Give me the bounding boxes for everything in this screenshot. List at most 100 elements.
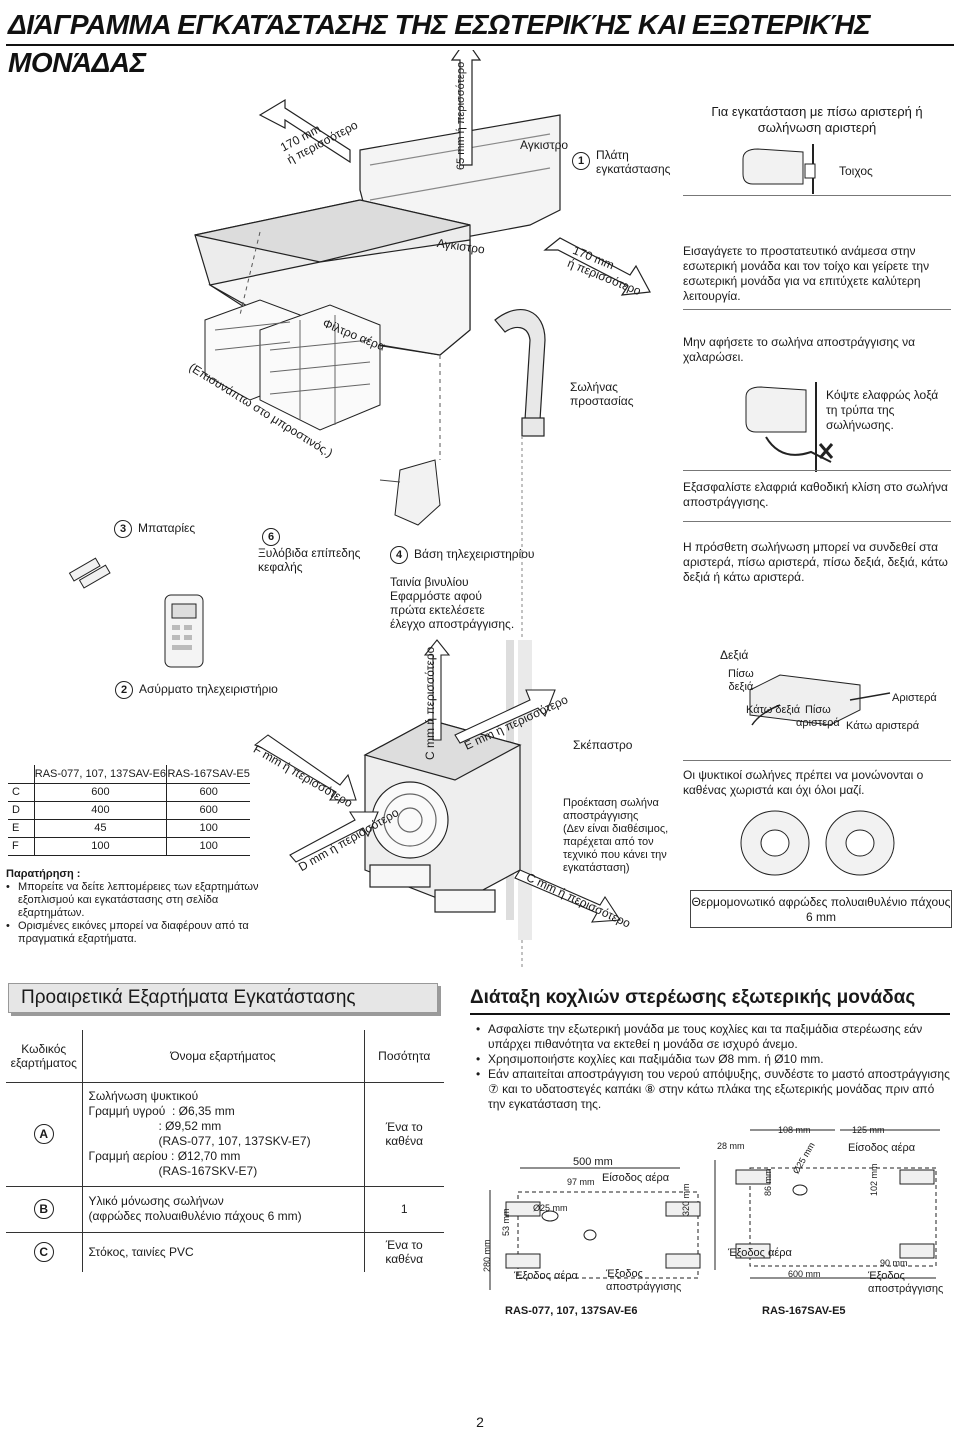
table-row: C 600 600 — [8, 782, 250, 802]
part-line: Γραμμή υγρού : Ø6,35 mm — [88, 1104, 235, 1118]
list-item: Ασφαλίστε την εξωτερική μονάδα με τους κ… — [476, 1022, 952, 1052]
table-cell: F — [8, 836, 35, 856]
table-header-cell: Κωδικός εξαρτήματος — [6, 1030, 83, 1083]
table-cell: D — [8, 800, 35, 820]
dir-down-right-label: Κάτω δεξιά — [746, 704, 801, 716]
left-air-inlet: Είσοδος αέρα — [602, 1172, 670, 1184]
optional-parts-header: Κωδικός εξαρτήματος Όνομα εξαρτήματος Πο… — [6, 1030, 444, 1083]
batteries-label: Μπαταρίες — [138, 521, 196, 536]
dim-125: 125 mm — [852, 1125, 885, 1135]
dim-86: 86 mm — [763, 1168, 773, 1196]
clearance-table: RAS-077, 107, 137SAV-E6 RAS-167SAV-E5 C … — [8, 765, 250, 856]
part-code-badge: C — [33, 1242, 54, 1263]
dir-right-label: Δεξιά — [720, 648, 749, 662]
table-cell: Ένα το καθένα — [363, 1081, 444, 1186]
table-cell: C — [8, 782, 35, 802]
table-row: E 45 100 — [8, 818, 250, 838]
outdoor-unit-drawing — [363, 719, 522, 913]
batteries-drawing — [68, 557, 111, 589]
table-cell: Υλικό μόνωσης σωλήνων(αφρώδες πολυαιθυλέ… — [82, 1185, 364, 1232]
table-cell: 600 — [166, 800, 250, 820]
bolt-layout-right-drawing — [714, 1129, 940, 1279]
left-model-label: RAS-077, 107, 137SAV-E6 — [505, 1305, 638, 1317]
installation-plate-label: Πλάτη εγκατάστασης — [596, 148, 671, 176]
holder-label: Βάση τηλεχειριστηρίου — [414, 547, 535, 562]
dim-108: 108 mm — [778, 1125, 811, 1135]
dir-down-left-label: Κάτω αριστερά — [846, 720, 920, 732]
part-line: Γραμμή αερίου : Ø12,70 mm — [88, 1149, 241, 1163]
dim-320: 320 mm — [681, 1183, 691, 1216]
right-air-inlet: Είσοδος αέρα — [848, 1142, 916, 1154]
page-title: ΔΙΆΓΡΑΜΜΑ ΕΓΚΑΤΆΣΤΑΣΗΣ ΤΗΣ ΕΣΩΤΕΡΙΚΉΣ ΚΑ… — [8, 9, 871, 78]
table-cell: 45 — [33, 818, 168, 838]
note-downward-slope: Εξασφαλίστε ελαφριά καθοδική κλίση στο σ… — [683, 480, 951, 522]
note-left-piping-text: Για εγκατάσταση με πίσω αριστερή ή σωλήν… — [711, 104, 923, 135]
right-drain-outlet: Έξοδος αποστράγγισης — [868, 1270, 944, 1295]
right-air-outlet: Έξοδος αέρα — [728, 1247, 792, 1259]
note-insulate-separately: Οι ψυκτικοί σωλήνες πρέπει να μονώνονται… — [683, 768, 924, 797]
part-line: Σωλήνωση ψυκτικού — [88, 1089, 199, 1103]
divider — [683, 470, 951, 471]
left-air-outlet: Έξοδος αέρα — [514, 1270, 578, 1282]
dim-97: 97 mm — [567, 1177, 595, 1187]
table-cell: A — [6, 1081, 83, 1186]
table-cell: 100 — [166, 836, 250, 856]
dia-25-left: Ø25 mm — [533, 1203, 568, 1213]
optional-parts-table: Κωδικός εξαρτήματος Όνομα εξαρτήματος Πο… — [6, 1030, 444, 1272]
table-cell: 600 — [166, 782, 250, 802]
table-row: F 100 100 — [8, 836, 250, 856]
list-item: Ορισμένες εικόνες μπορεί να διαφέρουν απ… — [6, 920, 276, 946]
table-cell: Στόκος, ταινίες PVC — [82, 1231, 364, 1272]
list-item: Μπορείτε να δείτε λεπτομέρειες των εξαρτ… — [6, 881, 276, 920]
table-header-cell: RAS-167SAV-E5 — [166, 765, 250, 784]
batteries-part: 3 Μπαταρίες — [114, 520, 195, 538]
note-piping-directions: Η πρόσθετη σωλήνωση μπορεί να συνδεθεί σ… — [683, 540, 948, 584]
screw-label: Ξυλόβιδα επίπεδης κεφαλής — [258, 546, 361, 574]
table-header-cell: Όνομα εξαρτήματος — [82, 1030, 364, 1083]
installation-illustration — [68, 50, 651, 970]
bolt-section-title: Διάταξη κοχλιών στερέωσης εξωτερικής μον… — [470, 987, 916, 1008]
table-cell: C — [6, 1231, 83, 1272]
note-drain-slack: Μην αφήσετε το σωλήνα αποστράγγισης να χ… — [683, 335, 916, 364]
piping-direction-illustration — [749, 674, 891, 726]
vinyl-tape-label: Ταινία βινυλίου Εφαρμόστε αφού πρώτα εκτ… — [390, 575, 515, 631]
part-number-2: 2 — [115, 681, 133, 699]
table-cell: 1 — [363, 1185, 444, 1232]
clearance-c-label: C mm ή περισσότερο — [423, 646, 437, 760]
bolt-section-underline — [470, 1013, 950, 1015]
part-number-3: 3 — [114, 520, 132, 538]
list-item: Εάν απαιτείται αποστράγγιση του νερού απ… — [476, 1067, 952, 1112]
protection-pipe-label: Σωλήνας προστασίας — [570, 380, 634, 408]
screw-part: 6 — [262, 528, 286, 546]
note-left-piping: Για εγκατάσταση με πίσω αριστερή ή σωλήν… — [683, 104, 951, 196]
table-cell: 100 — [166, 818, 250, 838]
table-cell: 400 — [33, 800, 168, 820]
part-line: (αφρώδες πολυαιθυλένιο πάχους 6 mm) — [88, 1209, 302, 1223]
installation-plate-part: 1 — [572, 152, 596, 170]
dim-102: 102 mm — [869, 1163, 879, 1196]
remote-control-drawing — [164, 594, 204, 668]
part-line: : Ø9,52 mm — [88, 1119, 222, 1133]
table-header-cell: Ποσότητα — [363, 1030, 444, 1083]
part-code-badge: B — [33, 1199, 54, 1219]
hook-label-top: Αγκιστρο — [520, 138, 569, 152]
right-model-label: RAS-167SAV-E5 — [762, 1305, 846, 1317]
note-cut-hole: Κόψτε ελαφρώς λοξά τη τρύπα της σωλήνωση… — [826, 388, 939, 432]
table-header-cell: RAS-077, 107, 137SAV-E6 — [33, 765, 168, 784]
table-row: B Υλικό μόνωσης σωλήνων(αφρώδες πολυαιθυ… — [6, 1185, 444, 1232]
dim-90: 90 mm — [880, 1258, 908, 1268]
table-cell: B — [6, 1185, 83, 1232]
dim-280: 280 mm — [482, 1239, 492, 1272]
dim-600: 600 mm — [788, 1269, 821, 1279]
part-line: Υλικό μόνωσης σωλήνων — [88, 1194, 224, 1208]
table-cell: 100 — [33, 836, 168, 856]
bolt-instructions: Ασφαλίστε την εξωτερική μονάδα με τους κ… — [476, 1022, 952, 1112]
note-insert-protector: Εισαγάγετε το προστατευτικό ανάμεσα στην… — [683, 244, 951, 310]
insulation-illustration — [740, 810, 895, 876]
optional-parts-title: Προαιρετικά Εξαρτήματα Εγκατάστασης — [8, 983, 438, 1013]
title-underline — [6, 44, 954, 46]
note-block: Παρατήρηση : Μπορείτε να δείτε λεπτομέρε… — [6, 868, 276, 946]
hole-cut-illustration — [745, 382, 834, 472]
